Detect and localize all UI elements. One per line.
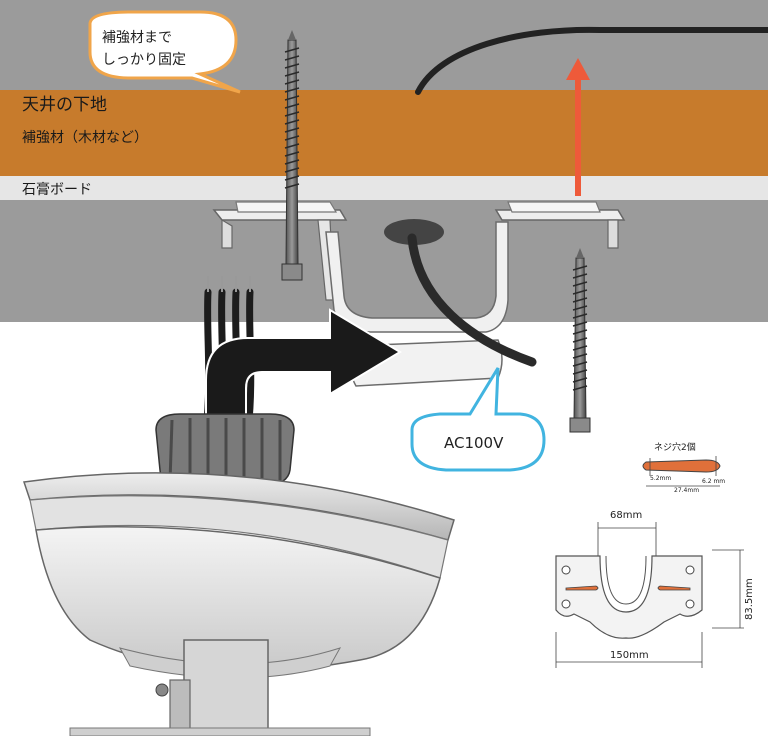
fan-coupler [155, 413, 295, 487]
wire-tips [207, 276, 251, 292]
bracket-spec-inner-width: 68mm [610, 510, 642, 521]
screw-spec-length: 27.4mm [674, 487, 699, 494]
ceiling-power-cable [415, 26, 768, 95]
screw-right [569, 248, 591, 433]
screw-hole-spec: ネジ穴2個 5.2mm 6.2 mm 27.4mm [642, 441, 725, 494]
plasterboard-band [0, 176, 768, 200]
screw-left [281, 30, 303, 281]
bracket-top-view: 68mm 83.5mm 150mm [555, 510, 755, 668]
screw-spec-width-small: 5.2mm [650, 475, 671, 482]
insert-direction-arrow [205, 308, 402, 421]
callout-power-bubble [410, 367, 546, 472]
screw-spec-width-large: 6.2 mm [702, 478, 725, 485]
ceiling-lower-band [0, 200, 768, 322]
callout-top-line1: 補強材まで [102, 30, 172, 46]
fan-motor-shaft [69, 639, 371, 736]
screw-spec-title: ネジ穴2個 [654, 441, 696, 453]
wood-reinforcement-band [0, 90, 768, 176]
fan-canopy [23, 472, 455, 679]
callout-top-line2: しっかり固定 [102, 52, 186, 68]
ceiling-hole [384, 219, 444, 245]
bracket-spec-overall-width: 150mm [610, 650, 649, 661]
up-arrow-head [566, 58, 590, 80]
callout-power-label: AC100V [444, 434, 504, 452]
label-reinforcement: 補強材（木材など） [22, 130, 148, 146]
callout-top-bubble [88, 10, 241, 94]
label-ceiling-base: 天井の下地 [22, 95, 107, 115]
screw-slot-shape [642, 459, 721, 473]
power-cable-from-hole [407, 233, 537, 367]
bracket-spec-height: 83.5mm [744, 578, 755, 620]
label-plasterboard: 石膏ボード [22, 181, 92, 198]
